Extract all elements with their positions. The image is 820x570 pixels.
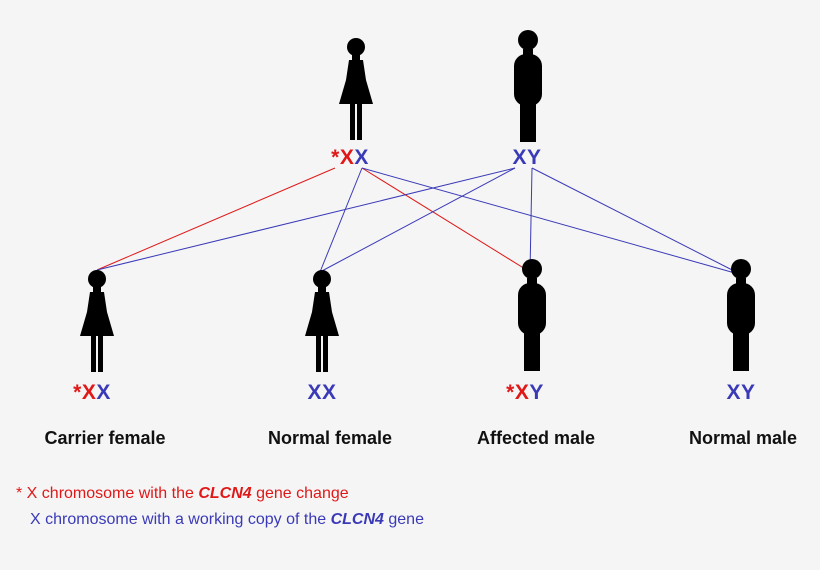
- line-mother-normal-female: [319, 167, 363, 273]
- child-chrom-a: X: [81, 381, 97, 404]
- line-father-normal-male: [531, 167, 743, 276]
- legend-mutant-star: *: [16, 485, 23, 502]
- mother-female-icon: [339, 38, 373, 140]
- legend-normal-post: gene: [383, 511, 424, 528]
- mother-x-normal: X: [354, 146, 369, 169]
- line-father-normal-female: [319, 167, 516, 273]
- child-chrom-b: X: [96, 381, 111, 404]
- mother-star: *: [331, 146, 340, 169]
- child-chrom-b: X: [322, 381, 337, 404]
- child-chrom-a: X: [726, 381, 741, 404]
- child-chrom-a: X: [514, 381, 530, 404]
- father-genotype: XY: [512, 146, 541, 170]
- line-father-carrier-female: [96, 167, 516, 271]
- line-mother-affected-male: [361, 167, 531, 273]
- child-genotype-carrier-female: *XX: [73, 381, 111, 405]
- child-chrom-a: X: [307, 381, 322, 404]
- line-father-affected-male: [529, 167, 533, 273]
- legend-mutant-gene: CLCN4: [198, 485, 252, 502]
- carrier-female-icon: [80, 270, 114, 372]
- label-normal-male: Normal male: [688, 428, 798, 448]
- legend-normal-gene: CLCN4: [330, 511, 384, 528]
- child-genotype-normal-male: XY: [726, 381, 755, 405]
- label-carrier-female: Carrier female: [44, 428, 166, 448]
- mother-x-mutant: X: [339, 146, 355, 169]
- child-genotype-normal-female: XX: [307, 381, 336, 405]
- normal-male-icon: [727, 259, 755, 371]
- father-x: X: [512, 146, 527, 169]
- label-affected-male: Affected male: [476, 428, 596, 448]
- father-y: Y: [527, 146, 542, 169]
- legend-normal-pre: X chromosome with a working copy of the: [30, 511, 331, 528]
- father-male-icon: [514, 30, 542, 142]
- child-star: *: [73, 381, 82, 404]
- line-mother-normal-male: [361, 167, 743, 276]
- line-mother-carrier-female: [96, 167, 336, 271]
- normal-female-icon: [305, 270, 339, 372]
- legend-mutant: * X chromosome with the CLCN4 gene chang…: [16, 485, 349, 503]
- legend-mutant-pre: X chromosome with the: [22, 485, 199, 502]
- child-star: *: [506, 381, 515, 404]
- legend-normal: X chromosome with a working copy of the …: [30, 511, 424, 529]
- legend-mutant-post: gene change: [251, 485, 349, 502]
- child-chrom-b: Y: [741, 381, 756, 404]
- child-chrom-b: Y: [529, 381, 544, 404]
- label-normal-female: Normal female: [267, 428, 393, 448]
- child-genotype-affected-male: *XY: [506, 381, 544, 405]
- affected-male-icon: [518, 259, 546, 371]
- mother-genotype: *XX: [331, 146, 369, 170]
